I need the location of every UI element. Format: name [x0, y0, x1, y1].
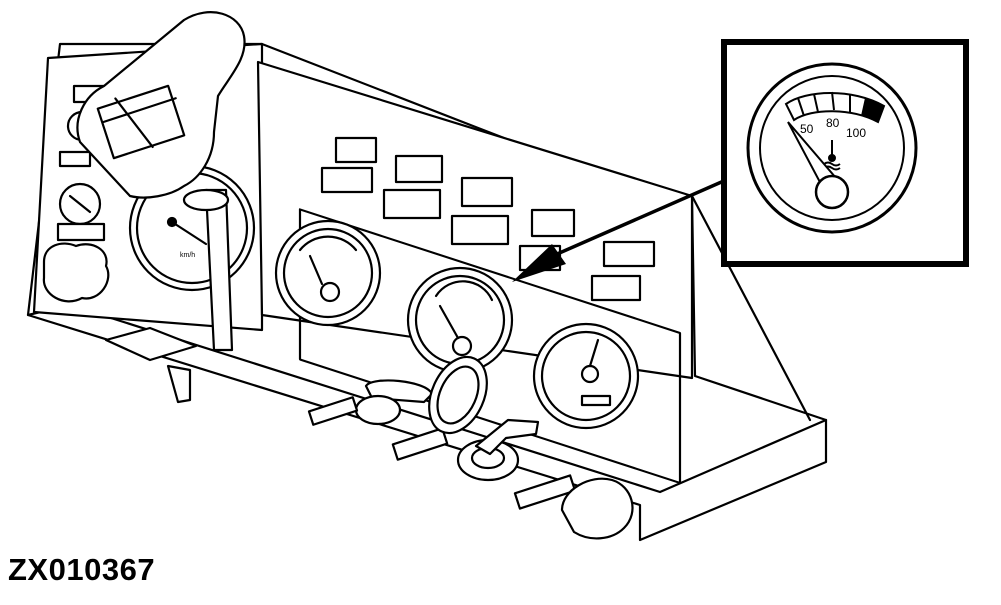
inset-scale-label-100: 100 — [846, 126, 866, 140]
throttle-knob — [354, 394, 402, 426]
lamp-6 — [320, 166, 374, 194]
hour-meter-face — [540, 330, 632, 422]
ignition-key — [474, 418, 540, 456]
lever-bracket — [166, 364, 192, 404]
lamp-10 — [590, 274, 642, 302]
inset-scale-label-80: 80 — [826, 116, 840, 130]
fuel-gauge-hub — [319, 281, 341, 303]
lamp-4 — [530, 208, 576, 238]
console-coolant-arc — [434, 280, 494, 302]
lamp-8 — [450, 214, 510, 246]
joystick-lever — [204, 188, 234, 352]
callout-arrow-line — [547, 178, 727, 260]
inset-scale-red-zone — [862, 98, 884, 122]
label-plate-lower-2 — [391, 427, 449, 461]
ignition-cover-inner — [436, 365, 480, 425]
lamp-2 — [394, 154, 444, 184]
tachometer-unit-label: km/h — [180, 252, 195, 259]
inset-scale-dividers — [797, 91, 867, 117]
hour-meter-hub — [580, 364, 600, 384]
label-plate-lower-1 — [307, 396, 359, 426]
lamp-5 — [602, 240, 656, 268]
lamp-3 — [460, 176, 514, 208]
key-switch-slot — [68, 194, 92, 214]
inset-scale-label-50: 50 — [800, 122, 814, 136]
callout-arrow-head — [512, 244, 566, 282]
label-plate-lower-3 — [513, 474, 577, 510]
lamp-7 — [382, 188, 442, 220]
label-plate-left — [58, 150, 92, 168]
ignition-cover — [428, 355, 488, 435]
lamp-1 — [334, 136, 378, 164]
console-coolant-gauge-bezel — [406, 266, 514, 374]
hour-meter-needle — [588, 338, 600, 368]
rotary-knob-right — [560, 477, 634, 540]
fuel-gauge-arc — [298, 235, 358, 252]
joystick-boot — [182, 188, 230, 212]
inset-gauge-hub — [814, 174, 850, 210]
console-coolant-needle — [438, 304, 460, 340]
rotary-knob-left — [42, 242, 110, 303]
joystick-switch-divider — [102, 97, 177, 149]
figure-id-label: ZX010367 — [8, 552, 156, 587]
fuel-gauge-face — [282, 227, 374, 319]
floor-slot — [104, 326, 198, 362]
lamp-switch-plate — [56, 222, 106, 242]
console-coolant-hub — [451, 335, 473, 357]
console-side-panel — [690, 194, 812, 422]
hour-meter-counter — [580, 394, 612, 407]
tachometer-hub — [166, 216, 178, 228]
inset-coolant-gauge: 50 80 100 — [746, 62, 918, 234]
fuel-gauge-needle — [308, 254, 324, 286]
tachometer-needle — [170, 220, 208, 246]
